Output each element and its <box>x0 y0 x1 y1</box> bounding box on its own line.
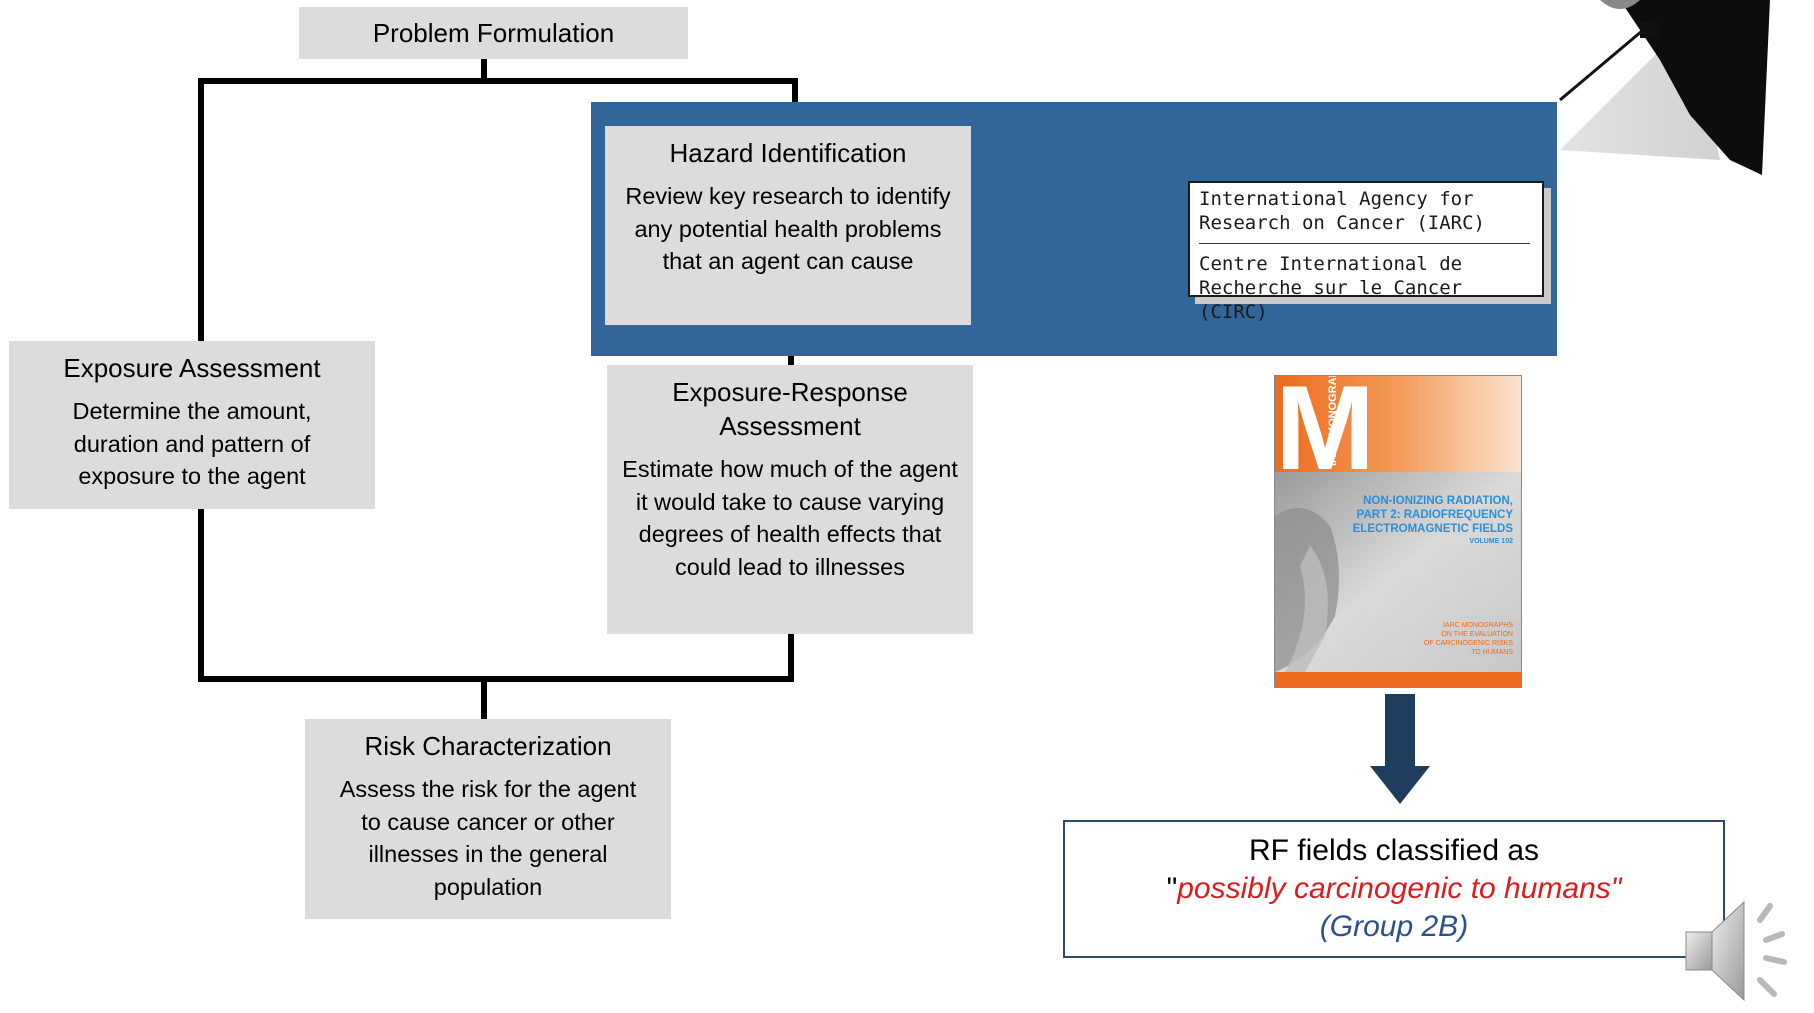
risk-characterization-box: Risk Characterization Assess the risk fo… <box>305 719 671 919</box>
result-line1: RF fields classified as <box>1248 834 1540 867</box>
exposure-response-desc: Estimate how much of the agent it would … <box>622 456 958 580</box>
cover-title-line1: NON-IONIZING RADIATION, <box>1363 495 1513 507</box>
exposure-assessment-title: Exposure Assessment <box>63 353 321 383</box>
result-classification: possibly carcinogenic to humans" <box>1177 872 1622 905</box>
hazard-identification-desc: Review key research to identify any pote… <box>625 183 951 274</box>
cover-subtitle-line1: IARC MONOGRAPHS <box>1442 622 1513 629</box>
cover-title: NON-IONIZING RADIATION, PART 2: RADIOFRE… <box>1353 494 1513 548</box>
cover-subtitle: IARC MONOGRAPHS ON THE EVALUATION OF CAR… <box>1424 621 1513 657</box>
cover-volume: VOLUME 102 <box>1469 538 1513 545</box>
hazard-identification-title: Hazard Identification <box>669 138 907 168</box>
iarc-logo-line1: International Agency for <box>1199 188 1474 210</box>
connector-top-stem <box>481 57 487 81</box>
connector-left-vertical-bottom <box>198 508 204 682</box>
problem-formulation-box: Problem Formulation <box>299 7 688 59</box>
connector-bottom-stem <box>481 679 487 721</box>
iarc-logo-divider <box>1199 243 1530 244</box>
iarc-monograph-cover: M IARC MONOGRAPHS NON-IONIZING RADIATION… <box>1274 375 1522 688</box>
cover-subtitle-line4: TO HUMANS <box>1471 649 1513 656</box>
risk-characterization-title: Risk Characterization <box>364 731 612 761</box>
cover-subtitle-line2: ON THE EVALUATION <box>1441 631 1513 638</box>
connector-left-vertical-top <box>198 78 204 342</box>
cover-letter-m: M <box>1275 375 1375 495</box>
connector-bottom-bar <box>198 676 794 682</box>
result-group: (Group 2B) <box>1319 910 1469 943</box>
connector-right-vertical-bottom <box>788 630 794 682</box>
cover-title-line3: ELECTROMAGNETIC FIELDS <box>1352 523 1513 535</box>
speaker-icon[interactable] <box>1680 896 1810 1008</box>
connector-top-bar <box>198 78 798 84</box>
cover-title-line2: PART 2: RADIOFREQUENCY <box>1356 509 1513 521</box>
result-open-quote: " <box>1166 872 1178 905</box>
hazard-identification-box: Hazard Identification Review key researc… <box>605 126 971 325</box>
iarc-logo-line3: Centre International de <box>1199 253 1463 275</box>
cover-artwork <box>1275 376 1521 687</box>
problem-formulation-label: Problem Formulation <box>372 18 615 48</box>
exposure-response-box: Exposure-Response Assessment Estimate ho… <box>607 365 973 634</box>
cover-series-label: IARC MONOGRAPHS <box>1327 375 1339 466</box>
iarc-logo: International Agency for Research on Can… <box>1188 181 1544 323</box>
risk-characterization-desc: Assess the risk for the agent to cause c… <box>339 776 637 900</box>
umbrella-icon <box>1559 0 1770 175</box>
cover-subtitle-line3: OF CARCINOGENIC RISKS <box>1423 640 1513 647</box>
classification-result-box: RF fields classified as "possibly carcin… <box>1063 820 1725 958</box>
result-line2: "possibly carcinogenic to humans" <box>1065 870 1723 908</box>
down-arrow-icon <box>1370 694 1430 804</box>
iarc-logo-line4: Recherche sur le Cancer (CIRC) <box>1199 277 1463 323</box>
exposure-response-title: Exposure-Response Assessment <box>672 377 908 441</box>
exposure-assessment-box: Exposure Assessment Determine the amount… <box>9 341 375 509</box>
exposure-assessment-desc: Determine the amount, duration and patte… <box>72 398 312 489</box>
iarc-logo-line2: Research on Cancer (IARC) <box>1199 212 1485 234</box>
